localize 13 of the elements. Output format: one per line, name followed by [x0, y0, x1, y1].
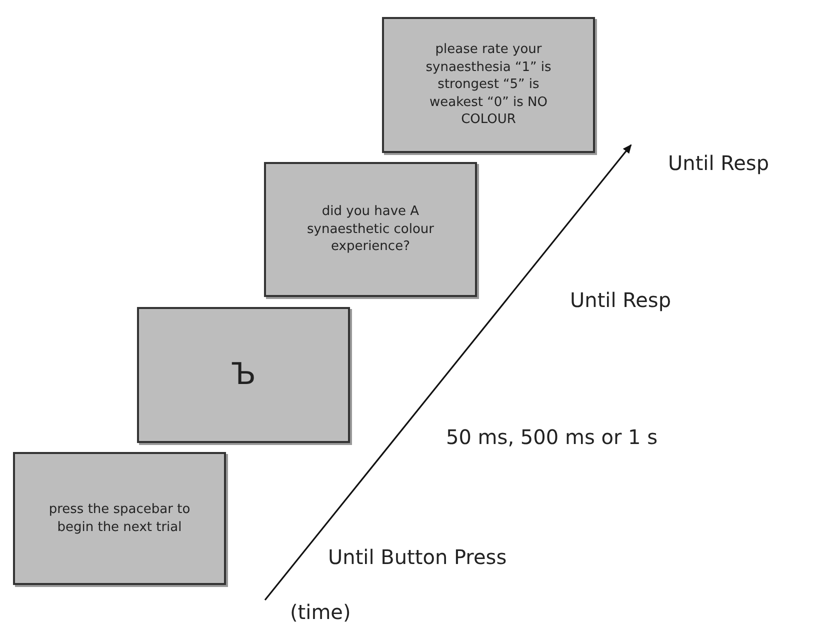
duration-label: 50 ms, 500 ms or 1 s [446, 424, 658, 451]
stimulus-screen [382, 17, 595, 153]
duration-label: (time) [290, 599, 351, 626]
screen-text: press the spacebar to begin the next trial [48, 500, 192, 536]
screen-text: please rate your synaesthesia “1” is strongest “5” is weakest “0” is NO COLOUR [424, 41, 552, 129]
duration-label: Until Resp [570, 287, 672, 314]
duration-label: Until Resp [668, 150, 770, 177]
screen-text: did you have A synaesthetic colour experience? [306, 203, 436, 256]
stimulus-screen [13, 452, 226, 585]
screen-text: Ъ [231, 356, 256, 394]
stimulus-screen [264, 162, 477, 297]
duration-label: Until Button Press [328, 544, 507, 571]
stimulus-screen [137, 307, 350, 443]
